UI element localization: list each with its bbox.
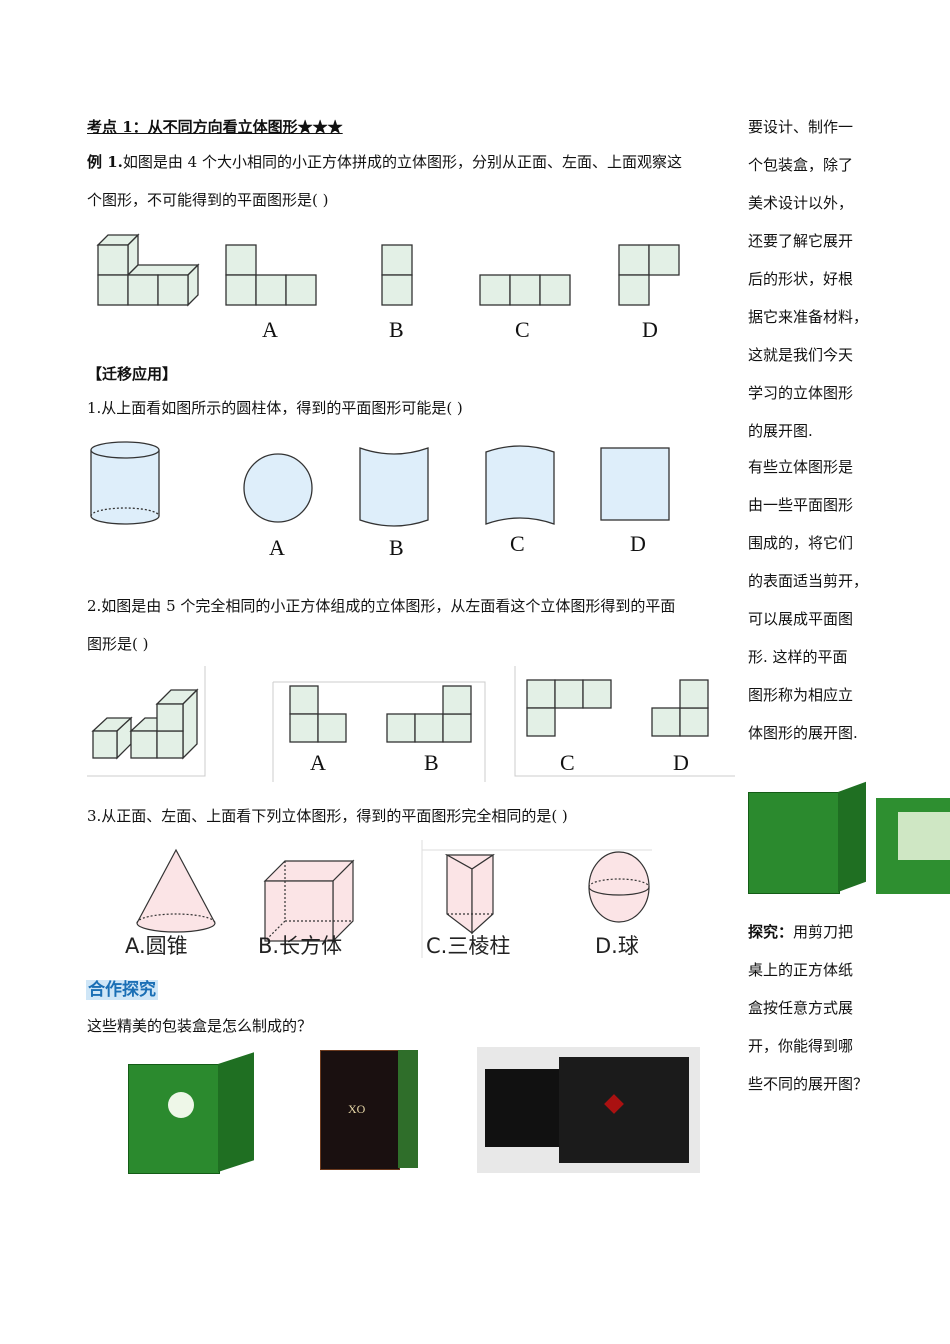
q2-option-d: D bbox=[673, 750, 689, 775]
sidebar-line: 个包装盒，除了 bbox=[748, 156, 854, 174]
sidebar-line: 学习的立体图形 bbox=[748, 384, 854, 402]
explore-line: 桌上的正方体纸 bbox=[748, 961, 854, 979]
q1-figures bbox=[90, 441, 670, 527]
ex1-option-b: B bbox=[389, 317, 404, 342]
example1-text: 如图是由 4 个大小相同的小正方体拼成的立体图形，分别从正面、左面、上面观察这 bbox=[122, 153, 682, 171]
explore-line: 盒按任意方式展 bbox=[748, 999, 854, 1017]
q2-line2: 图形是( ) bbox=[87, 635, 149, 653]
explore-label: 探究： bbox=[748, 923, 794, 941]
sidebar-line: 据它来准备材料， bbox=[748, 308, 869, 326]
sidebar-line: 后的形状，好根 bbox=[748, 270, 854, 288]
explore-text: 用剪刀把 bbox=[793, 923, 854, 941]
sidebar-line: 的表面适当剪开， bbox=[748, 572, 869, 590]
sidebar-line: 要设计、制作一 bbox=[748, 118, 854, 136]
q2-option-b: B bbox=[424, 750, 439, 775]
sidebar-line: 围成的，将它们 bbox=[748, 534, 854, 552]
transfer-title: 【迁移应用】 bbox=[87, 365, 178, 383]
tea-box-image bbox=[128, 1052, 256, 1174]
sidebar-line: 可以展成平面图 bbox=[748, 610, 854, 628]
black-box-image bbox=[477, 1047, 700, 1173]
section-heading: 考点 1：从不同方向看立体图形★★★ bbox=[87, 118, 343, 136]
q3-option-b: B.长方体 bbox=[258, 934, 343, 958]
sidebar-line: 有些立体图形是 bbox=[748, 458, 854, 476]
tea-box-unfolded-image bbox=[748, 778, 950, 896]
ex1-option-c: C bbox=[515, 317, 530, 342]
sidebar-line: 体图形的展开图. bbox=[748, 724, 858, 742]
coop-title: 合作探究 bbox=[86, 980, 158, 1000]
sidebar-line: 还要了解它展开 bbox=[748, 232, 854, 250]
q2-line1: 2.如图是由 5 个完全相同的小正方体组成的立体图形，从左面看这个立体图形得到的… bbox=[87, 597, 676, 615]
explore-line: 些不同的展开图？ bbox=[748, 1075, 869, 1093]
coop-question: 这些精美的包装盒是怎么制成的？ bbox=[87, 1017, 313, 1035]
q3-figures bbox=[136, 840, 652, 958]
sidebar-line: 由一些平面图形 bbox=[748, 496, 854, 514]
example1-line2: 个图形，不可能得到的平面图形是( ) bbox=[87, 191, 329, 209]
q2-option-c: C bbox=[560, 750, 575, 775]
example1-figures bbox=[96, 233, 680, 307]
q1-option-d: D bbox=[630, 531, 646, 556]
example1-prefix: 例 1. bbox=[87, 153, 123, 171]
ex1-option-d: D bbox=[642, 317, 658, 342]
q2-figures bbox=[87, 666, 735, 782]
sidebar-line: 图形称为相应立 bbox=[748, 686, 854, 704]
q3-text: 3.从正面、左面、上面看下列立体图形，得到的平面图形完全相同的是( ) bbox=[87, 807, 568, 825]
sidebar-line: 美术设计以外， bbox=[748, 194, 854, 212]
explore-line: 探究：用剪刀把 bbox=[748, 922, 853, 942]
sidebar-line: 这就是我们今天 bbox=[748, 346, 854, 364]
xo-box-image: XO bbox=[320, 1050, 418, 1170]
explore-line: 开，你能得到哪 bbox=[748, 1037, 854, 1055]
q3-option-c: C.三棱柱 bbox=[426, 934, 511, 958]
q3-option-a: A.圆锥 bbox=[125, 934, 188, 958]
q1-option-b: B bbox=[389, 535, 404, 560]
sidebar-line: 的展开图. bbox=[748, 422, 813, 440]
q3-option-d: D.球 bbox=[595, 934, 639, 958]
sidebar-line: 形. 这样的平面 bbox=[748, 648, 848, 666]
ex1-option-a: A bbox=[262, 317, 278, 342]
q1-option-c: C bbox=[510, 531, 525, 556]
q1-option-a: A bbox=[269, 535, 285, 560]
q2-option-a: A bbox=[310, 750, 326, 775]
q1-text: 1.从上面看如图所示的圆柱体，得到的平面图形可能是( ) bbox=[87, 399, 463, 417]
example1-line1: 例 1.如图是由 4 个大小相同的小正方体拼成的立体图形，分别从正面、左面、上面… bbox=[87, 152, 682, 172]
